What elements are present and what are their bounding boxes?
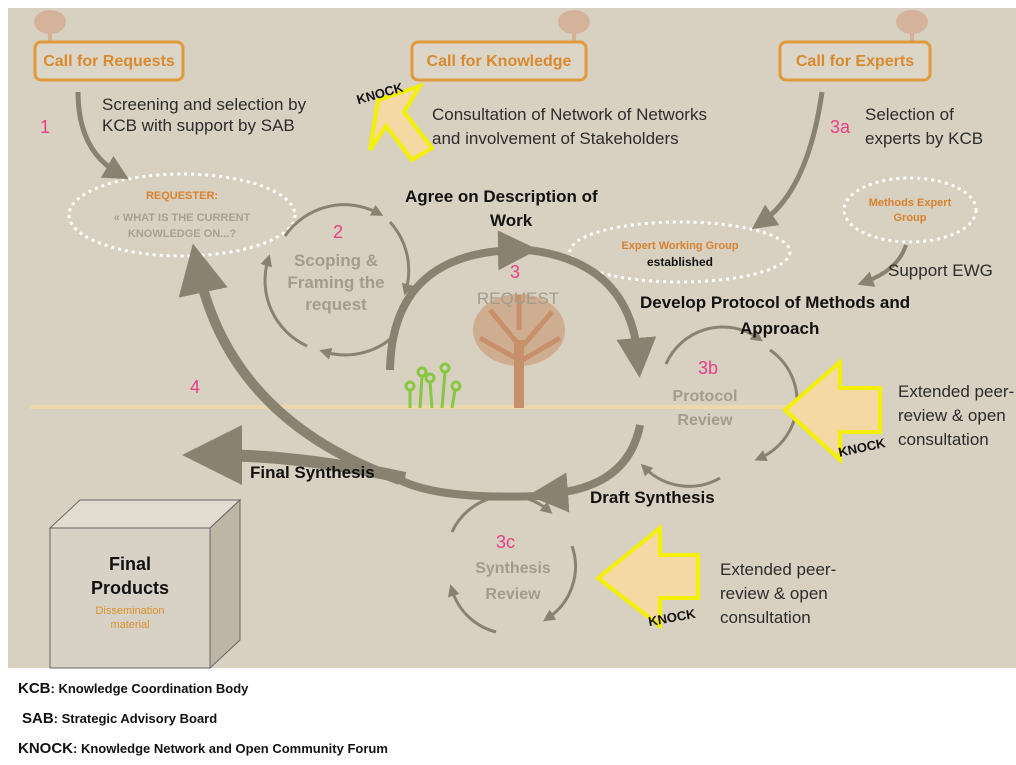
horizon-line — [30, 405, 850, 409]
call-for-experts-box — [778, 40, 932, 82]
consultation-line-1: Consultation of Network of Networks — [432, 105, 707, 124]
scoping-line-3: request — [305, 295, 367, 314]
synthesis-review-line-1: Synthesis — [475, 560, 551, 577]
final-products-line-1: Final — [108, 554, 151, 574]
requester-title: REQUESTER: — [145, 190, 219, 202]
ewg-line-2: established — [646, 255, 714, 269]
peer-review-1-line-3: consultation — [898, 430, 989, 449]
call-for-requests-box — [33, 40, 185, 82]
scoping-line-2: Framing the — [287, 273, 385, 292]
request-label: REQUEST — [476, 289, 560, 308]
arrow-final-synthesis — [182, 425, 407, 486]
call-for-knowledge-box — [410, 40, 588, 82]
dissemination-line-1: Dissemination — [95, 605, 165, 617]
legend-sab: SAB: Strategic Advisory Board — [22, 710, 217, 727]
protocol-review-line-2: Review — [677, 412, 733, 429]
agree-line-1: Agree on Description of — [405, 187, 598, 206]
synthesis-review-cycle — [448, 494, 577, 634]
support-ewg-text: Support EWG — [888, 261, 993, 280]
selection-line-2: experts by KCB — [865, 129, 984, 148]
tree-icon-top-middle — [558, 10, 590, 42]
requester-question-line-2: KNOWLEDGE ON...? — [127, 228, 237, 240]
arrow-request-arc — [386, 230, 538, 371]
scoping-line-1: Scoping & — [293, 251, 379, 270]
legend-kcb-text: : Knowledge Coordination Body — [50, 681, 249, 696]
protocol-review-line-1: Protocol — [672, 388, 738, 405]
arrow-request-to-protocol — [527, 246, 657, 378]
call-for-knowledge-label: Call for Knowledge — [426, 53, 572, 70]
legend-knock-abbr: KNOCK — [18, 740, 73, 757]
requester-question-line-1: « WHAT IS THE CURRENT — [113, 212, 251, 224]
legend-knock: KNOCK: Knowledge Network and Open Commun… — [18, 740, 388, 757]
selection-line-1: Selection of — [865, 105, 954, 124]
tree-icon-center — [473, 294, 565, 408]
step-number-3: 3 — [510, 262, 521, 282]
knock-arrow-top — [368, 82, 435, 163]
arrow-experts-to-ewg — [751, 91, 825, 230]
step-number-4: 4 — [190, 377, 201, 397]
arrow-protocol-to-draft — [528, 424, 644, 513]
final-products-box — [48, 498, 242, 670]
draft-synthesis-label: Draft Synthesis — [590, 488, 715, 507]
methods-group-ellipse — [842, 176, 978, 244]
step-number-2: 2 — [333, 222, 344, 242]
final-products-line-2: Products — [90, 578, 169, 598]
legend-knock-text: : Knowledge Network and Open Community F… — [73, 741, 388, 756]
arrow-methods-to-ewg — [857, 244, 908, 287]
peer-review-2-line-1: Extended peer- — [720, 560, 837, 579]
ewg-ellipse — [568, 220, 792, 284]
tree-icon-top-right — [896, 10, 928, 42]
seedling-icons — [404, 362, 462, 409]
legend-sab-text: : Strategic Advisory Board — [53, 711, 218, 726]
legend-kcb-abbr: KCB — [18, 680, 51, 697]
peer-review-2-line-3: consultation — [720, 608, 811, 627]
knock-arrow-right — [781, 357, 882, 465]
arrow-requests-to-requester — [75, 91, 129, 180]
call-for-requests-label: Call for Requests — [43, 53, 175, 70]
consultation-line-2: and involvement of Stakeholders — [432, 129, 679, 148]
step-number-3b: 3b — [698, 358, 719, 378]
knock-arrow-bottom — [594, 523, 700, 631]
screening-text: Screening and selection by KCB with supp… — [102, 95, 307, 135]
agree-line-2: Work — [490, 211, 533, 230]
synthesis-review-line-2: Review — [485, 586, 541, 603]
step-number-3a: 3a — [830, 117, 851, 137]
peer-review-2-line-2: review & open — [720, 584, 828, 603]
step-number-1: 1 — [40, 117, 51, 137]
step-number-3c: 3c — [496, 532, 516, 552]
ewg-line-1: Expert Working Group — [621, 240, 739, 252]
legend-kcb: KCB: Knowledge Coordination Body — [18, 680, 248, 697]
methods-group-label: Methods Expert Group — [868, 197, 952, 224]
protocol-line-2: Approach — [740, 319, 820, 338]
peer-review-1-line-1: Extended peer- — [898, 382, 1015, 401]
final-synthesis-label: Final Synthesis — [250, 463, 375, 482]
legend-sab-abbr: SAB — [22, 710, 54, 727]
arrow-draft-to-final — [398, 476, 541, 501]
tree-icon-top-left — [34, 10, 66, 42]
call-for-experts-label: Call for Experts — [795, 53, 915, 70]
dissemination-line-2: material — [110, 619, 150, 631]
protocol-line-1: Develop Protocol of Methods and — [640, 293, 911, 312]
peer-review-1-line-2: review & open — [898, 406, 1006, 425]
